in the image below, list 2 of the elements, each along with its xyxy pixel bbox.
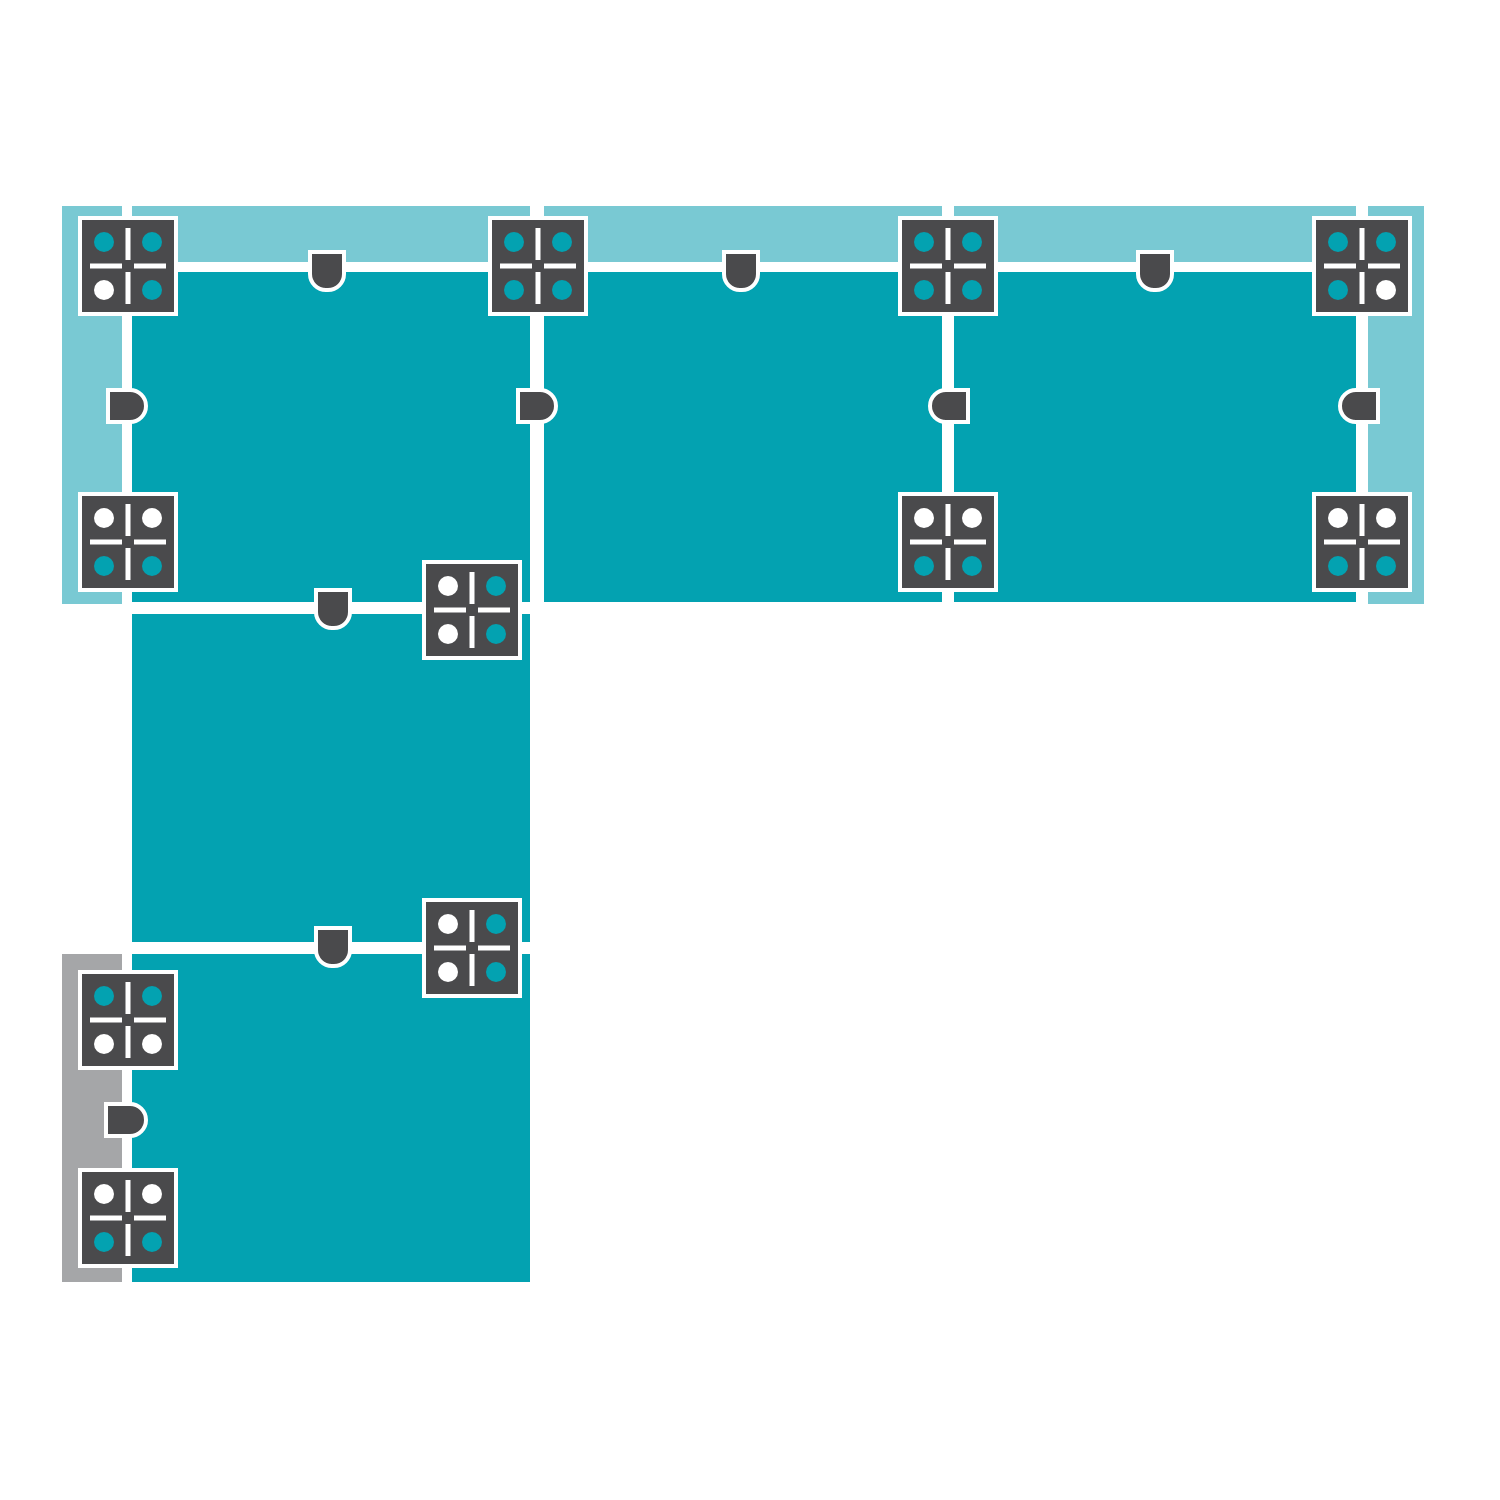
floor-tile <box>132 614 530 942</box>
floor-tile <box>544 272 942 602</box>
